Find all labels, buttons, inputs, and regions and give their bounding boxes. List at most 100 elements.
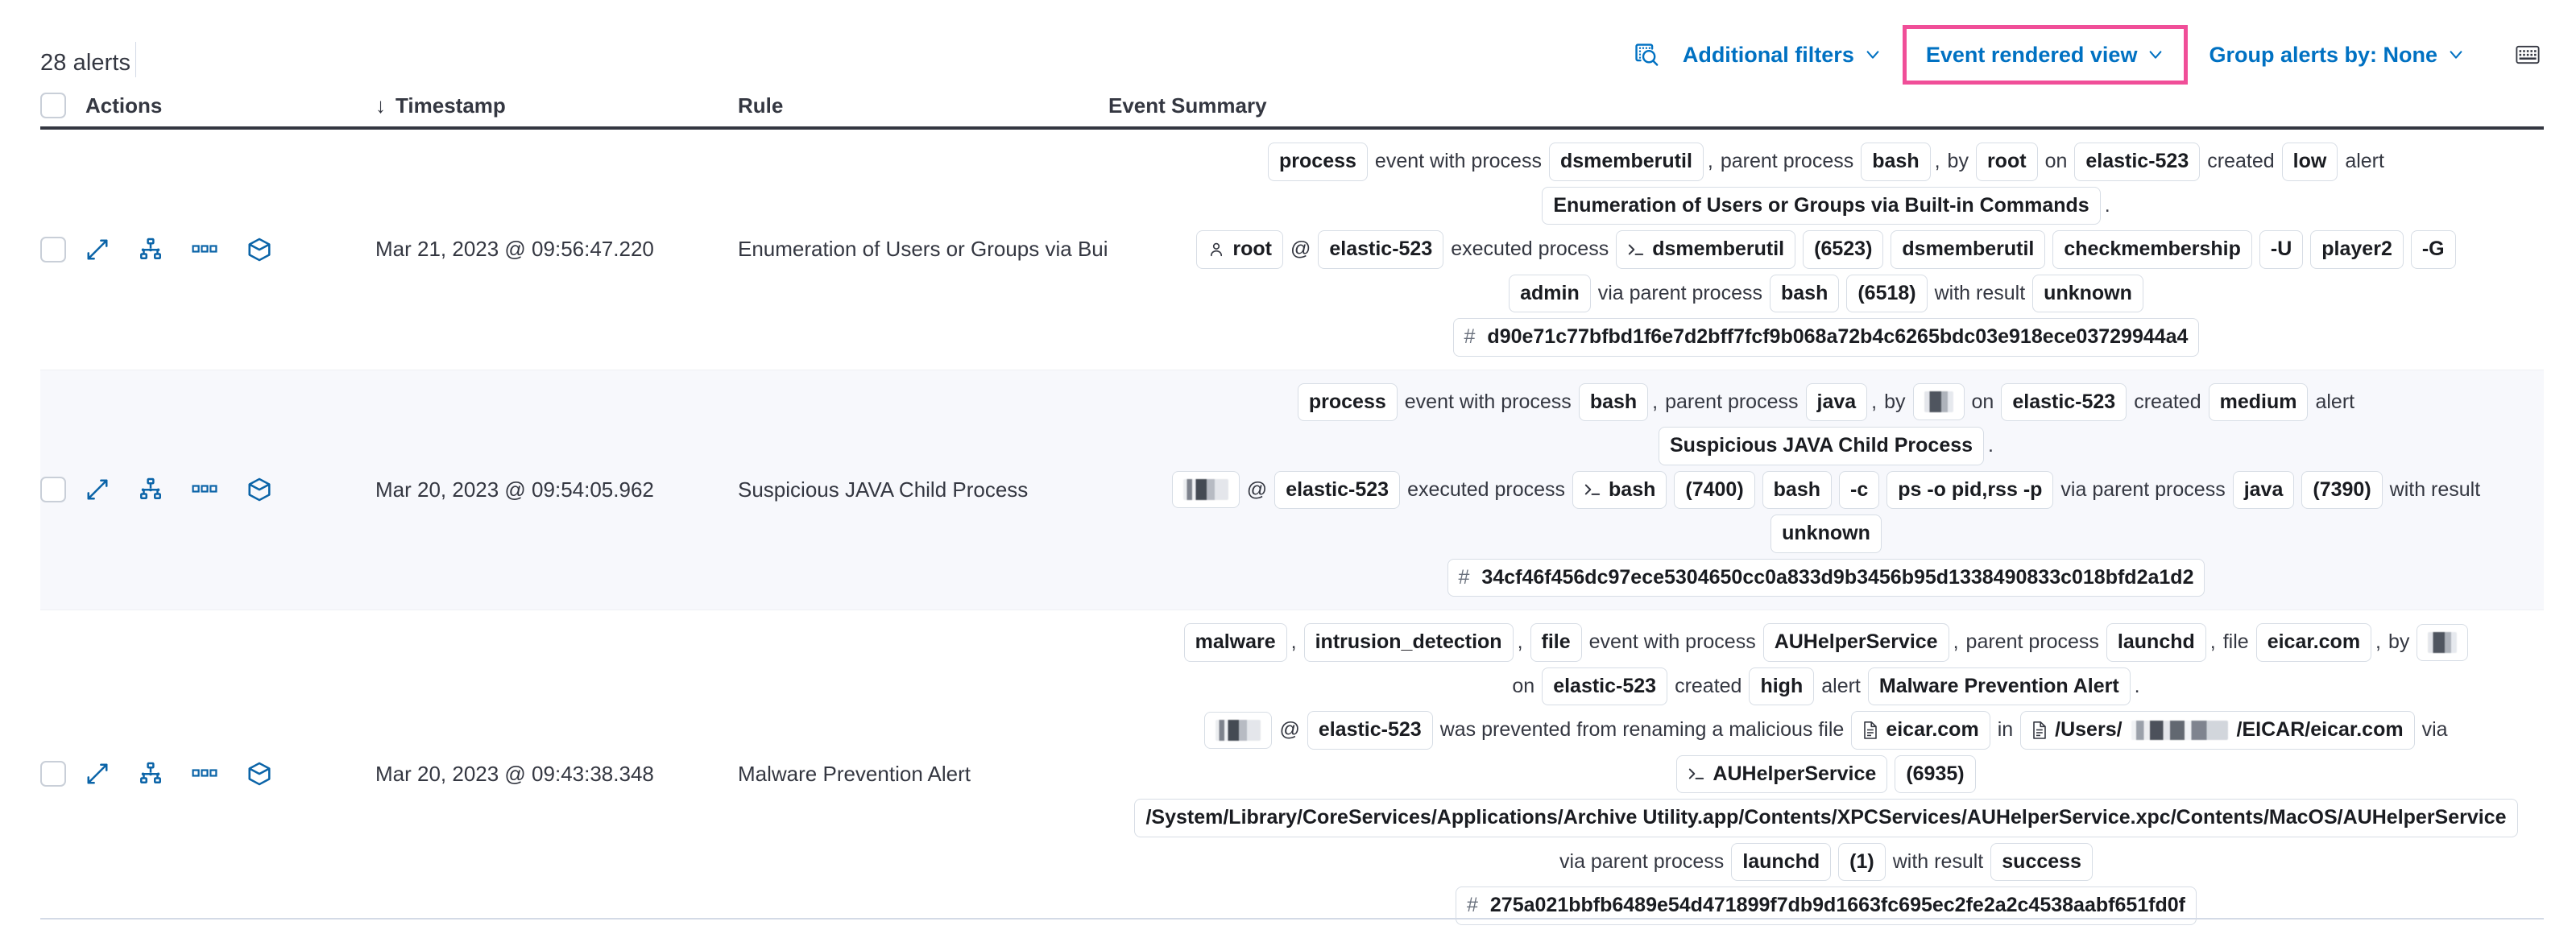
row-select-checkbox[interactable] xyxy=(40,477,66,503)
summary-chip[interactable]: -U xyxy=(2259,230,2304,269)
row-select-checkbox[interactable] xyxy=(40,761,66,787)
summary-chip[interactable]: dsmemberutil xyxy=(1616,230,1796,269)
expand-icon[interactable] xyxy=(85,238,110,262)
redacted-value-chip[interactable] xyxy=(1912,383,1965,421)
summary-chip[interactable]: low xyxy=(2281,143,2338,181)
more-actions-icon[interactable] xyxy=(192,242,217,257)
summary-chip[interactable]: bash xyxy=(1861,143,1931,181)
hash-chip[interactable]: #d90e71c77bfbd1f6e7d2bff7fcf9b068a72b4c6… xyxy=(1452,318,2200,357)
summary-chip[interactable]: checkmembership xyxy=(2052,230,2252,269)
summary-chip[interactable]: root xyxy=(1975,143,2038,181)
summary-chip[interactable]: (7400) xyxy=(1674,470,1755,509)
summary-chip[interactable]: elastic-523 xyxy=(2074,143,2201,181)
redacted-value-chip[interactable] xyxy=(2417,623,2469,661)
summary-chip[interactable]: elastic-523 xyxy=(1274,470,1401,509)
summary-chip[interactable]: bash xyxy=(1762,470,1832,509)
summary-chip[interactable]: (6935) xyxy=(1895,754,1976,793)
summary-chip[interactable]: malware xyxy=(1183,623,1287,662)
summary-chip[interactable]: ps -o pid,rss -p xyxy=(1886,470,2054,509)
summary-chip[interactable]: root xyxy=(1196,230,1283,269)
summary-chip[interactable]: elastic-523 xyxy=(1542,667,1668,705)
summary-chip[interactable]: -G xyxy=(2410,230,2456,269)
summary-chip[interactable]: launchd xyxy=(2106,623,2206,662)
keyboard-icon xyxy=(2516,44,2540,65)
group-alerts-by-button[interactable]: Group alerts by: None xyxy=(2194,37,2479,72)
summary-chip[interactable]: java xyxy=(2232,470,2295,509)
summary-chip[interactable]: unknown xyxy=(2032,274,2143,312)
summary-chip[interactable]: elastic-523 xyxy=(2001,382,2127,421)
row-rule-name[interactable]: Malware Prevention Alert xyxy=(738,761,971,786)
hash-chip[interactable]: #34cf46f456dc97ece5304650cc0a833d9b3456b… xyxy=(1447,558,2205,597)
select-all-checkbox[interactable] xyxy=(40,93,66,118)
header-event-summary: Event Summary xyxy=(1108,93,1267,118)
row-select-checkbox[interactable] xyxy=(40,236,66,262)
summary-chip[interactable]: eicar.com xyxy=(2255,623,2372,662)
summary-chip[interactable]: intrusion_detection xyxy=(1303,623,1514,662)
summary-chip-label: malware xyxy=(1195,630,1276,653)
summary-chip[interactable]: dsmemberutil xyxy=(1891,230,2046,269)
more-actions-icon[interactable] xyxy=(192,767,217,781)
summary-punctuation: , xyxy=(1934,150,1940,172)
session-view-icon[interactable] xyxy=(246,237,272,262)
analyzer-icon[interactable] xyxy=(139,477,163,502)
summary-chip[interactable]: /System/Library/CoreServices/Application… xyxy=(1134,799,2518,837)
row-timestamp: Mar 20, 2023 @ 09:43:38.348 xyxy=(375,761,654,786)
more-actions-icon[interactable] xyxy=(192,482,217,497)
summary-chip-label: AUHelperService xyxy=(1774,630,1938,653)
redacted-value-chip[interactable] xyxy=(1204,711,1273,749)
row-rule-name[interactable]: Enumeration of Users or Groups via Bui xyxy=(738,237,1108,262)
summary-chip[interactable]: admin xyxy=(1509,274,1591,312)
summary-chip[interactable]: medium xyxy=(2208,382,2309,421)
session-view-icon[interactable] xyxy=(246,761,272,787)
summary-chip[interactable]: (6518) xyxy=(1846,274,1928,312)
summary-chip[interactable]: (7390) xyxy=(2301,470,2383,509)
analyzer-icon[interactable] xyxy=(139,238,163,262)
expand-icon[interactable] xyxy=(85,477,110,502)
summary-chip[interactable]: process xyxy=(1297,382,1398,421)
table-row[interactable]: Mar 20, 2023 @ 09:43:38.348 Malware Preve… xyxy=(40,610,2544,934)
summary-chip[interactable]: -c xyxy=(1839,470,1880,509)
summary-chip[interactable]: elastic-523 xyxy=(1307,711,1433,750)
summary-chip[interactable]: Suspicious JAVA Child Process xyxy=(1659,427,1985,465)
alerts-table: Actions ↓ Timestamp Rule Event Summary M… xyxy=(40,85,2544,934)
summary-chip[interactable]: eicar.com xyxy=(1851,711,1990,750)
summary-chip[interactable]: (1) xyxy=(1838,842,1886,881)
summary-chip[interactable]: elastic-523 xyxy=(1318,230,1444,269)
file-path-chip[interactable]: /Users//EICAR/eicar.com xyxy=(2020,711,2415,750)
summary-chip[interactable]: bash xyxy=(1770,274,1840,312)
analyzer-icon[interactable] xyxy=(139,762,163,786)
summary-punctuation: . xyxy=(2104,193,2110,217)
summary-chip[interactable]: launchd xyxy=(1731,842,1832,881)
summary-chip[interactable]: high xyxy=(1749,667,1815,705)
summary-chip[interactable]: bash xyxy=(1572,470,1667,509)
keyboard-shortcuts-button[interactable] xyxy=(2507,37,2549,72)
hash-value: 34cf46f456dc97ece5304650cc0a833d9b3456b9… xyxy=(1481,565,2194,589)
header-timestamp-cell[interactable]: ↓ Timestamp xyxy=(375,93,738,118)
summary-chip[interactable]: file xyxy=(1530,623,1582,662)
additional-filters-button[interactable]: Additional filters xyxy=(1668,37,1896,72)
summary-chip[interactable]: AUHelperService xyxy=(1762,623,1949,662)
summary-chip[interactable]: (6523) xyxy=(1803,230,1884,269)
redacted-value-chip[interactable] xyxy=(1171,471,1240,509)
summary-chip[interactable]: player2 xyxy=(2310,230,2404,269)
summary-chip[interactable]: dsmemberutil xyxy=(1548,143,1704,181)
expand-icon[interactable] xyxy=(85,762,110,786)
inspect-query-button[interactable] xyxy=(1625,37,1668,72)
summary-chip-label: (1) xyxy=(1849,849,1874,873)
summary-chip[interactable]: java xyxy=(1805,382,1868,421)
summary-chip[interactable]: Enumeration of Users or Groups via Built… xyxy=(1542,186,2101,225)
summary-chip[interactable]: Malware Prevention Alert xyxy=(1867,667,2131,705)
session-view-icon[interactable] xyxy=(246,477,272,502)
event-summary-line: Enumeration of Users or Groups via Built… xyxy=(1108,186,2544,225)
summary-text: via parent process xyxy=(1559,849,1725,873)
summary-chip[interactable]: bash xyxy=(1578,382,1649,421)
summary-chip[interactable]: success xyxy=(1990,842,2093,881)
summary-chip[interactable]: AUHelperService xyxy=(1676,754,1888,793)
event-rendered-view-button[interactable]: Event rendered view xyxy=(1918,37,2173,72)
summary-chip[interactable]: process xyxy=(1268,143,1368,181)
summary-chip[interactable]: unknown xyxy=(1770,515,1882,553)
row-rule-name[interactable]: Suspicious JAVA Child Process xyxy=(738,477,1029,502)
